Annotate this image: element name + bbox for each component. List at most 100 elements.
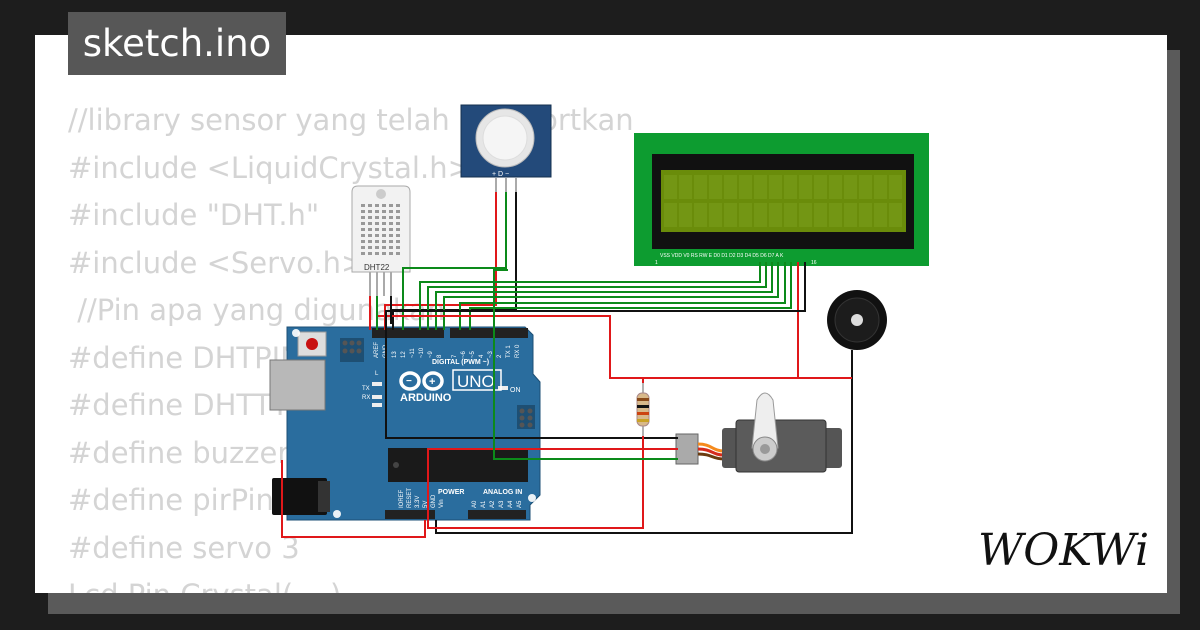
dht-vent [396, 216, 400, 219]
pin-5v-label: 5V [423, 501, 429, 508]
lcd-char-cell [799, 175, 812, 199]
lcd-char-cell [829, 203, 842, 227]
dht-vent [368, 240, 372, 243]
dht-vent [396, 204, 400, 207]
dht-vent [382, 204, 386, 207]
dht-vent [368, 252, 372, 255]
dht-vent [389, 216, 393, 219]
rx-label: RX [362, 395, 370, 401]
dht-vent [375, 240, 379, 243]
power-header [385, 510, 435, 519]
lcd-char-cell [739, 175, 752, 199]
atmega-chip [388, 448, 528, 482]
power-jack [272, 478, 327, 515]
dht-vent [361, 216, 365, 219]
pin-9-label: ~9 [428, 350, 434, 358]
dht-vent [361, 228, 365, 231]
lcd-char-cell [814, 203, 827, 227]
digital-label: DIGITAL (PWM ~) [432, 359, 489, 366]
dht-vent [375, 204, 379, 207]
dht-vent [382, 246, 386, 249]
piezo-buzzer[interactable] [827, 290, 887, 350]
dht-vent [389, 222, 393, 225]
dht-vent [368, 204, 372, 207]
lcd-char-cell [784, 203, 797, 227]
lcd-char-cell [874, 203, 887, 227]
code-line: #include "DHT.h" [68, 198, 320, 232]
arduino-brand-text: ARDUINO [400, 392, 452, 404]
dht-vent [375, 228, 379, 231]
pir-motion-sensor[interactable]: + D − [460, 104, 552, 192]
pin-a4-label: A4 [508, 500, 514, 508]
pin-tx1-label: TX 1 [506, 345, 512, 358]
pin-vin-label: Vin [439, 499, 445, 508]
pin-8-label: 8 [437, 354, 443, 358]
arduino-model-text: UNO [457, 372, 495, 391]
file-title: sketch.ino [82, 22, 272, 65]
pin-rx0-label: RX 0 [515, 344, 521, 358]
pin-4-label: 4 [479, 354, 485, 358]
pin-a5-label: A5 [517, 500, 523, 508]
dht-vent [382, 234, 386, 237]
code-line: #include <Servo.h> [68, 245, 366, 280]
pin-6-label: ~6 [461, 350, 467, 358]
lcd-char-cell [859, 203, 872, 227]
pin-a2-label: A2 [490, 500, 496, 508]
lcd-char-cell [724, 203, 737, 227]
dht-vent [375, 234, 379, 237]
lcd-char-cell [889, 203, 902, 227]
arduino-logo [399, 371, 444, 391]
dht-vent [375, 252, 379, 255]
lcd-16x2[interactable]: VSS VDD V0 RS RW E D0 D1 D2 D3 D4 D5 D6 … [634, 133, 929, 266]
dht-vent [361, 240, 365, 243]
dht-vent [382, 210, 386, 213]
dht-vent [396, 210, 400, 213]
lcd-char-cell [709, 175, 722, 199]
pin-a3-label: A3 [499, 500, 505, 508]
dht-vent [382, 216, 386, 219]
file-title-tab[interactable]: sketch.ino [68, 12, 286, 75]
on-label: ON [510, 387, 521, 394]
lcd-char-cell [724, 175, 737, 199]
dht-vent [382, 222, 386, 225]
dht-vent [389, 252, 393, 255]
lcd-char-cell [754, 203, 767, 227]
dht-vent [396, 234, 400, 237]
servo-motor[interactable] [675, 392, 842, 473]
lcd-char-cell [874, 175, 887, 199]
lcd-pin-last: 16 [811, 260, 817, 266]
analog-header [468, 510, 526, 519]
dht-vent [382, 252, 386, 255]
power-label: POWER [438, 489, 464, 496]
lcd-char-cell [769, 175, 782, 199]
usb-connector [269, 359, 326, 411]
pin-7-label: 7 [452, 354, 458, 358]
dht-vent [396, 222, 400, 225]
dht-vent [368, 234, 372, 237]
lcd-char-cell [709, 203, 722, 227]
dht-vent [368, 216, 372, 219]
lcd-char-cell [844, 203, 857, 227]
arduino-uno-board[interactable]: − + ARDUINO UNO DIGITAL (PWM ~) ON TX RX… [269, 326, 541, 521]
dht-vent [396, 252, 400, 255]
dht-vent [368, 246, 372, 249]
code-line: #define servo 3 [68, 530, 300, 565]
lcd-char-cell [739, 203, 752, 227]
dht22-sensor[interactable]: DHT22 [351, 185, 411, 296]
lcd-char-cell [664, 175, 677, 199]
pin-5-label: ~5 [470, 350, 476, 358]
dht-vent [375, 216, 379, 219]
dht22-label: DHT22 [364, 263, 390, 272]
lcd-char-cell [829, 175, 842, 199]
pin-aref-label: AREF [374, 342, 380, 358]
pin-reset-label: RESET [407, 488, 413, 508]
dht-vent [361, 234, 365, 237]
pin-10-label: ~10 [419, 347, 425, 358]
svg-text:−: − [406, 376, 412, 387]
preview-card: //library sensor yang telah diimportkan#… [35, 35, 1167, 593]
pin-a1-label: A1 [481, 500, 487, 508]
resistor[interactable] [636, 383, 650, 436]
code-line: #include <LiquidCrystal.h> [68, 150, 472, 185]
dht-vent [382, 240, 386, 243]
